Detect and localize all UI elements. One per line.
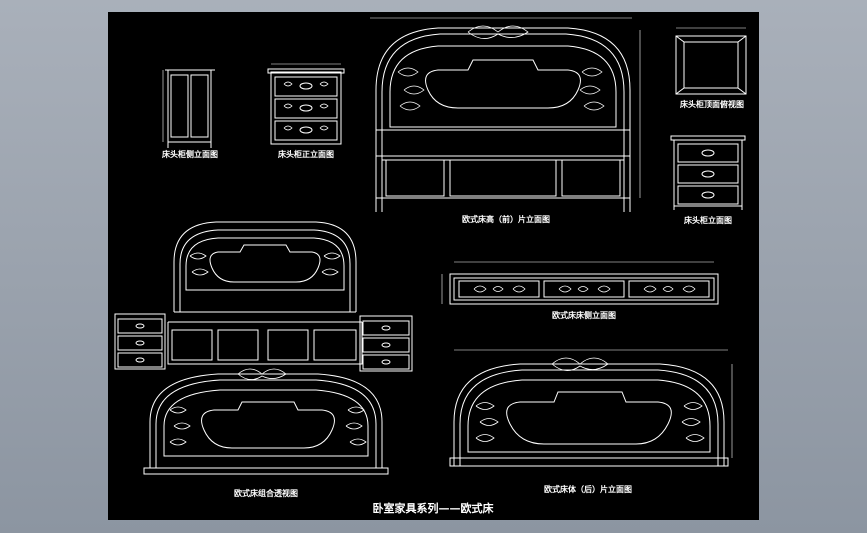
drawing-sheet: 床头柜侧立面图 床头柜正立面图 欧式床高（前）片立面图 床头柜顶面俯视图 床头柜… bbox=[108, 12, 759, 520]
assembly-view bbox=[114, 221, 413, 475]
label-assembly: 欧式床组合透视图 bbox=[234, 489, 298, 498]
label-bedside-front: 床头柜正立面图 bbox=[278, 150, 334, 159]
label-footboard-front: 欧式床体（后）片立面图 bbox=[544, 485, 632, 494]
side-rail-view bbox=[441, 261, 719, 305]
headboard-front-view bbox=[370, 17, 641, 212]
label-bedside-top: 床头柜顶面俯视图 bbox=[680, 100, 744, 109]
bedside-front-view bbox=[267, 63, 345, 145]
bedside-top-view bbox=[675, 27, 747, 95]
label-bedside-front-2: 床头柜立面图 bbox=[684, 216, 732, 225]
label-side-rail: 欧式床床侧立面图 bbox=[552, 311, 616, 320]
label-bedside-side: 床头柜侧立面图 bbox=[162, 150, 218, 159]
label-headboard-front: 欧式床高（前）片立面图 bbox=[462, 215, 550, 224]
sheet-title: 卧室家具系列——欧式床 bbox=[372, 502, 494, 515]
footboard-front-view bbox=[449, 349, 733, 467]
bedside-front-view-2 bbox=[670, 135, 746, 210]
bedside-side-view bbox=[162, 69, 215, 148]
cad-drawing bbox=[114, 17, 747, 475]
